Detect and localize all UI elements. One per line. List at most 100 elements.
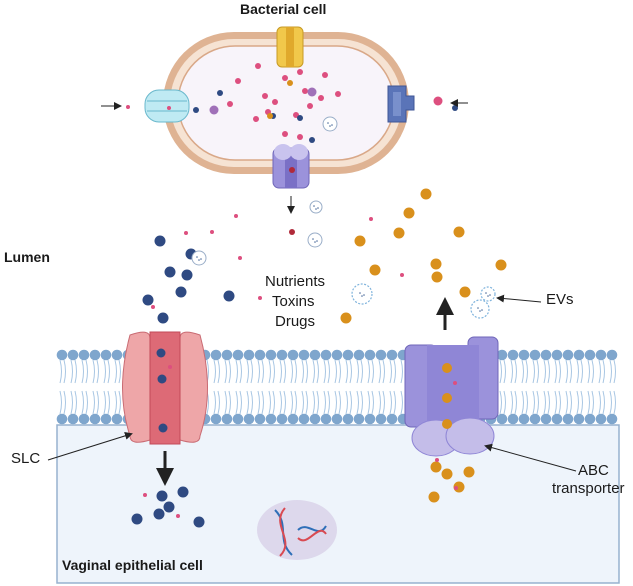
pink-molecule <box>297 69 303 75</box>
pink-molecule <box>453 381 457 385</box>
pink-molecule <box>433 96 443 106</box>
pink-molecule <box>400 273 404 277</box>
orange-molecule <box>420 188 432 200</box>
navy-molecule <box>158 423 168 433</box>
ev-vesicle-icon <box>470 299 490 319</box>
pink-molecule <box>235 78 241 84</box>
abc-transporter-icon <box>404 336 499 457</box>
pink-molecule <box>282 75 288 81</box>
orange-molecule <box>354 235 366 247</box>
navy-molecule <box>452 105 458 111</box>
navy-molecule <box>193 107 199 113</box>
pink-molecule <box>322 72 328 78</box>
lumen-label: Lumen <box>4 249 50 265</box>
abc-label-line1: ABC <box>578 462 609 479</box>
orange-molecule <box>430 258 442 270</box>
vaginal-cell-label: Vaginal epithelial cell <box>62 557 203 573</box>
navy-molecule <box>217 90 223 96</box>
navy-molecule <box>163 501 175 513</box>
orange-molecule <box>340 312 352 324</box>
orange-molecule <box>369 264 381 276</box>
navy-molecule <box>223 290 235 302</box>
navy-molecule <box>164 266 176 278</box>
arrow-evs-icon <box>496 294 542 303</box>
orange-molecule <box>393 227 405 239</box>
pink-molecule <box>238 256 242 260</box>
drugs-label: Drugs <box>275 313 316 330</box>
orange-molecule <box>459 286 471 298</box>
orange-molecule <box>463 466 475 478</box>
transporter-right-icon <box>387 85 415 123</box>
pink-molecule <box>151 305 155 309</box>
toxins-label: Toxins <box>272 293 315 310</box>
dna-icon <box>257 500 337 560</box>
orange-molecule <box>428 491 440 503</box>
pink-molecule <box>454 486 458 490</box>
pink-molecule <box>369 217 373 221</box>
ev-vesicle-icon <box>191 250 207 266</box>
nutrients-label: Nutrients <box>265 273 326 290</box>
orange-molecule <box>267 113 273 119</box>
navy-molecule <box>157 312 169 324</box>
orange-molecule <box>403 207 415 219</box>
navy-molecule <box>297 115 303 121</box>
pink-molecule <box>167 106 171 110</box>
orange-molecule <box>442 393 452 403</box>
porin-top-icon <box>276 26 304 68</box>
navy-molecule <box>153 508 165 520</box>
pink-molecule <box>168 365 172 369</box>
navy-molecule <box>177 486 189 498</box>
ev-vesicle-icon <box>322 116 338 132</box>
pink-molecule <box>234 214 238 218</box>
navy-molecule <box>193 516 205 528</box>
arrows <box>47 99 577 486</box>
orange-molecule <box>431 271 443 283</box>
orange-molecule <box>442 419 452 429</box>
navy-molecule <box>154 235 166 247</box>
navy-molecule <box>157 374 167 384</box>
bacterial-cell-label: Bacterial cell <box>240 1 327 17</box>
pink-molecule <box>435 458 439 462</box>
orange-molecule <box>442 363 452 373</box>
orange-molecule <box>453 226 465 238</box>
ev-vesicle-icon <box>307 232 323 248</box>
pink-molecule <box>253 116 259 122</box>
pink-molecule <box>262 93 268 99</box>
epithelial-cell-body <box>56 424 620 584</box>
navy-molecule <box>181 269 193 281</box>
navy-molecule <box>156 490 168 502</box>
pink-molecule <box>258 296 262 300</box>
pink-molecule <box>126 105 130 109</box>
navy-molecule <box>142 294 154 306</box>
pink-molecule <box>282 131 288 137</box>
purple-molecule <box>307 87 317 97</box>
pink-molecule <box>255 63 261 69</box>
barrel-channel-left-icon <box>144 89 190 123</box>
arrow-abc-label-icon <box>484 443 577 472</box>
abc-label-line2: transporter <box>552 480 625 497</box>
pink-molecule <box>143 493 147 497</box>
pink-molecule <box>272 99 278 105</box>
purple-molecule <box>209 105 219 115</box>
pink-molecule <box>335 91 341 97</box>
pink-molecule <box>307 103 313 109</box>
pink-molecule <box>227 101 233 107</box>
transporter-bottom-icon <box>272 144 310 189</box>
ev-vesicles <box>191 116 496 319</box>
navy-molecule <box>175 286 187 298</box>
pink-molecule <box>318 95 324 101</box>
evs-label: EVs <box>546 291 574 308</box>
pink-molecule <box>184 231 188 235</box>
orange-molecule <box>287 80 293 86</box>
ev-vesicle-icon <box>351 283 373 305</box>
ev-vesicle-icon <box>309 200 323 214</box>
orange-molecule <box>430 461 442 473</box>
navy-molecule <box>156 348 166 358</box>
red-molecule <box>289 229 295 235</box>
pink-molecule <box>176 514 180 518</box>
pink-molecule <box>302 88 308 94</box>
orange-molecule <box>441 468 453 480</box>
arrow-slc-label-icon <box>47 431 133 461</box>
pink-molecule <box>210 230 214 234</box>
